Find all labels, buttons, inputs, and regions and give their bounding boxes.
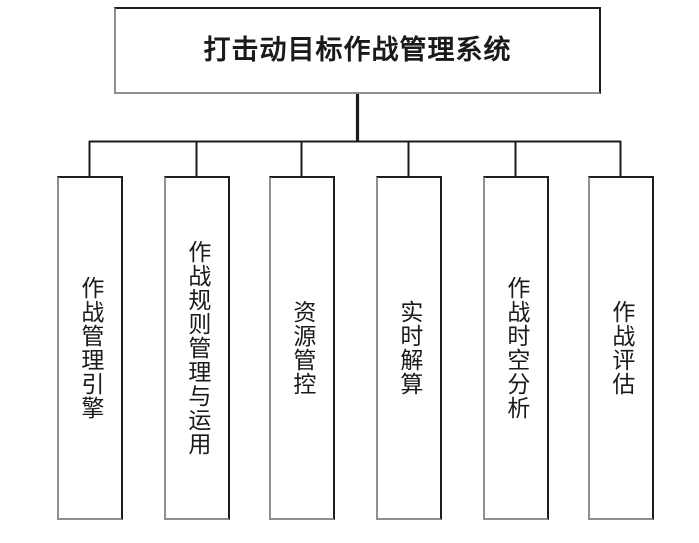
node-label: 实时解算 xyxy=(396,300,423,396)
node-resource-control[interactable]: 资源管控 xyxy=(269,176,335,520)
node-label: 作战规则管理与运用 xyxy=(184,240,211,456)
root-node-system-title[interactable]: 打击动目标作战管理系统 xyxy=(114,7,601,94)
node-label: 作战评估 xyxy=(608,300,635,396)
root-node-label: 打击动目标作战管理系统 xyxy=(203,35,512,65)
node-label: 作战时空分析 xyxy=(503,276,530,420)
node-combat-assessment[interactable]: 作战评估 xyxy=(588,176,654,520)
node-combat-management-engine[interactable]: 作战管理引擎 xyxy=(57,176,123,520)
node-realtime-calculation[interactable]: 实时解算 xyxy=(376,176,442,520)
node-combat-rule-management[interactable]: 作战规则管理与运用 xyxy=(164,176,230,520)
node-label: 作战管理引擎 xyxy=(77,276,104,420)
node-label: 资源管控 xyxy=(289,300,316,396)
node-spatiotemporal-analysis[interactable]: 作战时空分析 xyxy=(483,176,549,520)
